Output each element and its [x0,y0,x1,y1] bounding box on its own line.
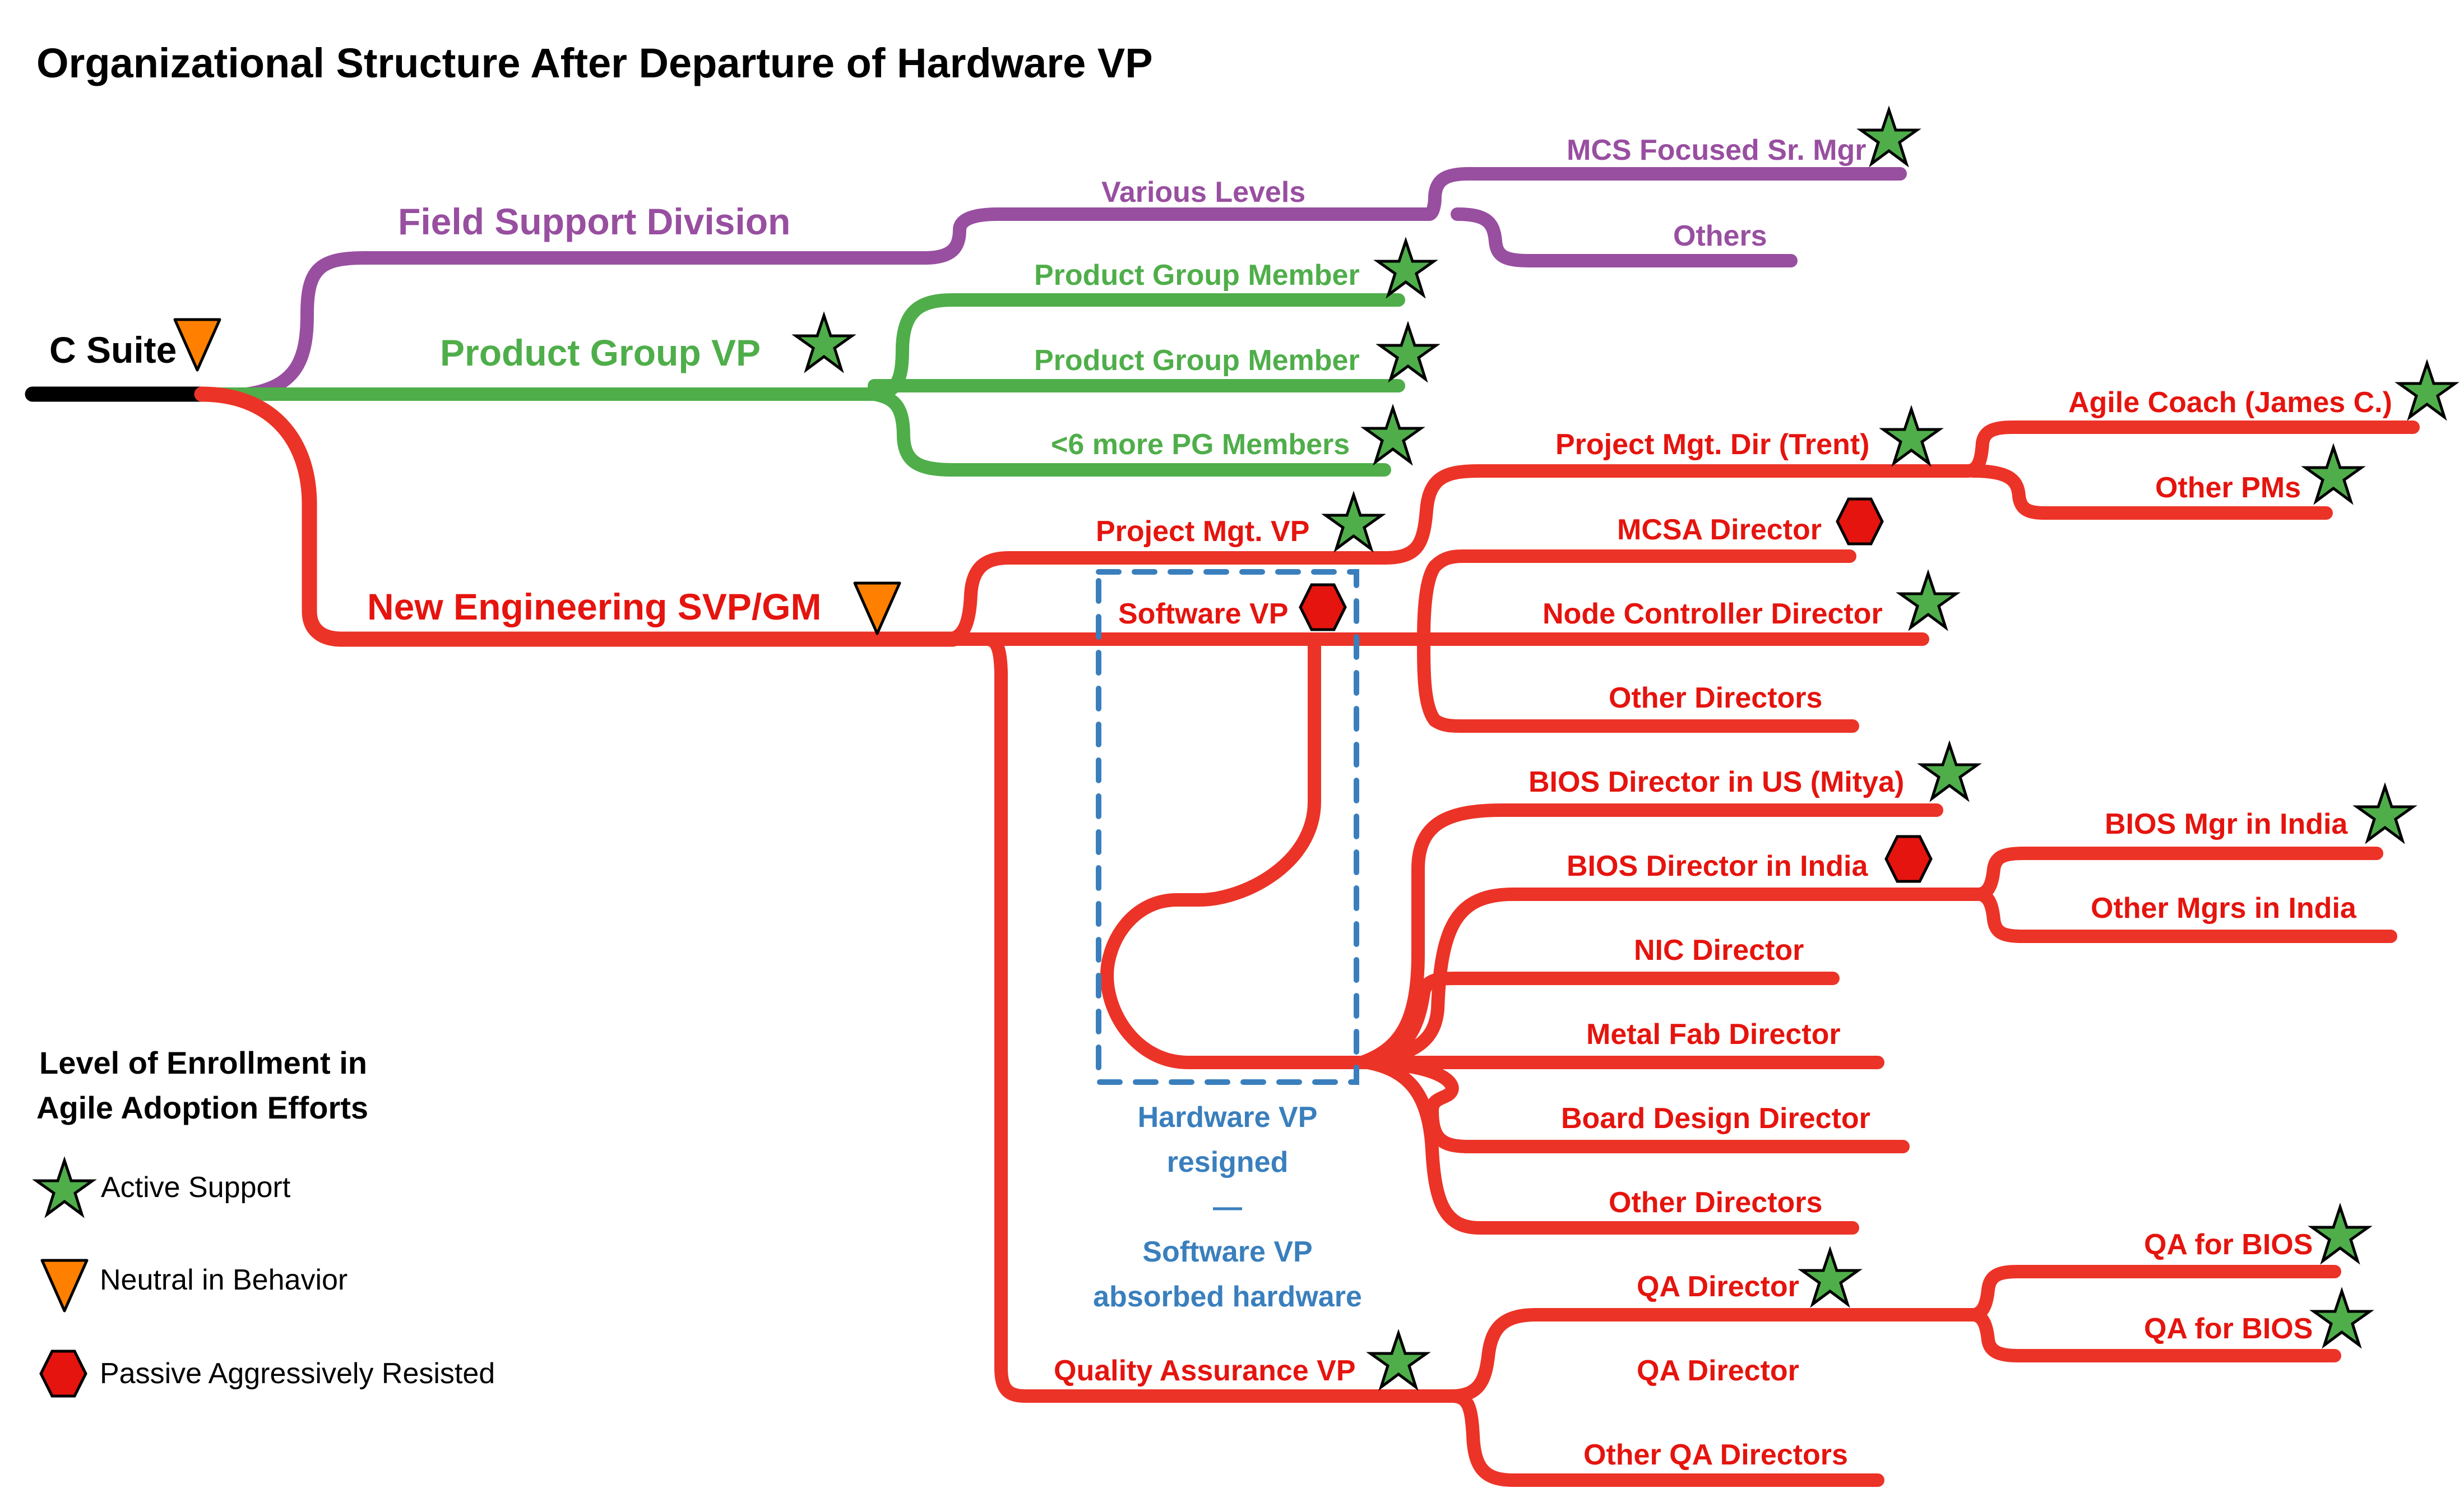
qa-director-1-label: QA Director [1637,1270,1799,1303]
board-design-label: Board Design Director [1561,1102,1870,1135]
bios-india-line [1361,888,1985,1069]
star-icon [1921,745,1977,798]
engineering-trunk-line [194,386,961,647]
node-controller-label: Node Controller Director [1543,598,1883,630]
legend-item-resisted: Passive Aggressively Resisted [100,1357,495,1390]
agile-coach-line [1961,421,2420,478]
diagram-title: Organizational Structure After Departure… [36,40,1153,86]
star-icon [1861,110,1917,164]
hexagon-icon [1837,499,1882,544]
legend-title-line-2: Agile Adoption Efforts [36,1090,368,1125]
star-icon [1370,1333,1426,1387]
bios-mgr-india-label: BIOS Mgr in India [2105,808,2348,840]
field-support-line [240,207,1436,401]
star-icon [2399,363,2455,417]
mcsa-director-line [1417,549,1856,646]
other-directors-sw-line [1417,632,1859,733]
neutral-triangle-icon [855,583,900,634]
star-icon [2305,447,2361,501]
other-mgrs-india-line [1972,888,2397,943]
annotation-line-2: resigned [1167,1146,1289,1179]
annotation-line-4: absorbed hardware [1093,1281,1362,1313]
qa-director-2-label: QA Director [1637,1355,1799,1387]
star-icon [1378,241,1434,295]
bios-us-line [1355,803,1943,1069]
qa-director-3-line [1445,1389,1884,1487]
field-support-label: Field Support Division [398,201,790,242]
various-levels-label: Various Levels [1101,176,1305,209]
agile-coach-label: Agile Coach (James C.) [2068,386,2392,419]
bios-us-label: BIOS Director in US (Mitya) [1529,766,1904,798]
star-icon [2312,1207,2368,1261]
star-icon [1326,495,1382,549]
qa-director-1-line [1445,1308,1980,1403]
star-icon [1802,1250,1858,1304]
qa-bios-2-label: QA for BIOS [2144,1313,2313,1345]
pg-member-2-label: Product Group Member [1034,344,1360,377]
other-qa-directors-label: Other QA Directors [1583,1439,1848,1471]
qa-bios-1-line [1966,1265,2341,1321]
star-icon [1883,409,1939,463]
metal-fab-label: Metal Fab Director [1586,1018,1841,1051]
various-levels-to-others-line [1451,207,1798,267]
product-group-vp-label: Product Group VP [440,332,761,373]
pg-members-more-label: <6 more PG Members [1051,428,1350,461]
other-directors-hw-label: Other Directors [1609,1186,1822,1219]
star-icon [1900,574,1956,627]
legend: Level of Enrollment in Agile Adoption Ef… [36,1045,495,1396]
project-mgt-vp-label: Project Mgt. VP [1096,515,1309,548]
other-directors-sw-label: Other Directors [1609,682,1822,714]
board-design-line [1361,1056,1910,1153]
project-mgt-dir-label: Project Mgt. Dir (Trent) [1555,428,1869,461]
other-pms-line [1966,464,2333,520]
other-mgrs-india-label: Other Mgrs in India [2091,892,2357,925]
star-icon [796,316,852,369]
project-mgt-dir-line [1378,464,1974,565]
hardware-vp-annotation: Hardware VP resigned — Software VP absor… [1093,1101,1362,1313]
annotation-line-3: Software VP [1142,1236,1312,1268]
various-levels-to-mcs-line [1423,167,1907,221]
pg-member-1-label: Product Group Member [1034,259,1360,292]
triangle-icon [42,1260,87,1311]
mcs-focused-label: MCS Focused Sr. Mgr [1567,134,1866,167]
star-icon [1380,325,1436,379]
software-to-hardware-line [1100,632,1369,1069]
star-icon [2357,787,2413,840]
engineering-svp-label: New Engineering SVP/GM [367,586,821,627]
hexagon-icon [1300,585,1345,630]
star-icon [36,1161,92,1214]
qa-trunk-line [980,632,1464,1403]
others-label: Others [1673,220,1767,252]
hexagon-icon [1886,837,1931,881]
star-icon [1365,408,1421,462]
software-vp-label: Software VP [1118,598,1288,630]
mcsa-director-label: MCSA Director [1617,514,1822,546]
neutral-triangle-icon [175,320,220,370]
qa-bios-2-line [1966,1308,2341,1362]
qa-vp-label: Quality Assurance VP [1054,1355,1356,1387]
nic-director-label: NIC Director [1634,934,1804,967]
hexagon-icon [41,1351,86,1396]
annotation-separator: — [1213,1191,1242,1223]
legend-item-neutral: Neutral in Behavior [100,1264,348,1296]
qa-bios-1-label: QA for BIOS [2144,1228,2313,1261]
legend-item-active: Active Support [101,1171,291,1204]
legend-title-line-1: Level of Enrollment in [39,1045,367,1080]
star-icon [2314,1291,2370,1345]
pg-member-3-line [868,387,1391,477]
bios-mgr-india-line [1972,847,2383,901]
bios-india-label: BIOS Director in India [1567,850,1868,882]
hardware-vp-dashed-box [1096,569,1359,1085]
c-suite-label: C Suite [49,329,177,371]
other-pms-label: Other PMs [2155,472,2301,504]
nic-director-line [1361,972,1840,1069]
other-directors-hw-line [1361,1056,1859,1235]
annotation-line-1: Hardware VP [1138,1101,1318,1134]
